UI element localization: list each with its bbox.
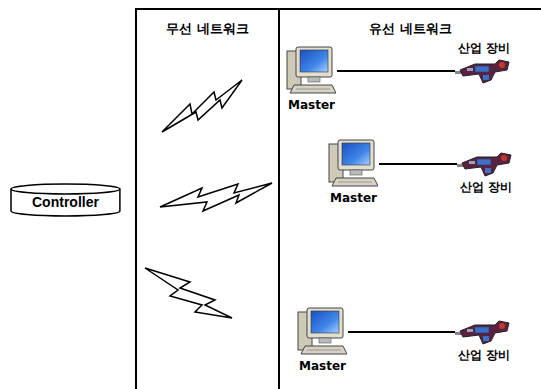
cylinder-rim [11, 189, 120, 194]
cylinder-outline [11, 184, 120, 216]
node-label: Controller [32, 194, 99, 210]
node-label: Master [286, 97, 337, 113]
cable-line [379, 163, 457, 165]
region-heading: 무선 네트워크 [137, 10, 278, 38]
equipment-icon [455, 317, 513, 347]
cable-line [348, 331, 455, 333]
controller-node: Controller [10, 183, 121, 217]
industrial-equipment: 산업 장비 [455, 317, 513, 363]
equipment-icon [455, 56, 513, 86]
node-label: 산업 장비 [457, 179, 515, 195]
lightning-bolt [145, 268, 232, 318]
network-band: 무선 네트워크 [135, 8, 278, 389]
computer-icon [329, 140, 378, 186]
master-pc: Master [297, 306, 348, 374]
master-pc: Master [286, 45, 337, 113]
node-label: Master [328, 190, 379, 206]
network-band: 유선 네트워크 Master 산업 장비 Master 산업 장비 Master 산업 장비 [278, 8, 541, 389]
cable-line [337, 70, 455, 72]
node-label: 산업 장비 [455, 347, 513, 363]
equipment-icon [457, 153, 511, 176]
industrial-equipment: 산업 장비 [455, 40, 513, 86]
node-label: Master [297, 358, 348, 374]
computer-icon [328, 138, 378, 190]
lightning-bolt [162, 80, 242, 132]
industrial-equipment: 산업 장비 [457, 149, 515, 195]
lightning-bolt [160, 183, 272, 211]
region-heading: 유선 네트워크 [280, 10, 541, 38]
node-label: 산업 장비 [455, 40, 513, 56]
equipment-icon [455, 321, 509, 344]
equipment-icon [457, 149, 515, 179]
computer-icon [298, 308, 347, 354]
computer-icon [287, 47, 336, 93]
equipment-icon [455, 60, 509, 83]
computer-icon [297, 306, 347, 358]
computer-icon [286, 45, 336, 97]
master-pc: Master [328, 138, 379, 206]
